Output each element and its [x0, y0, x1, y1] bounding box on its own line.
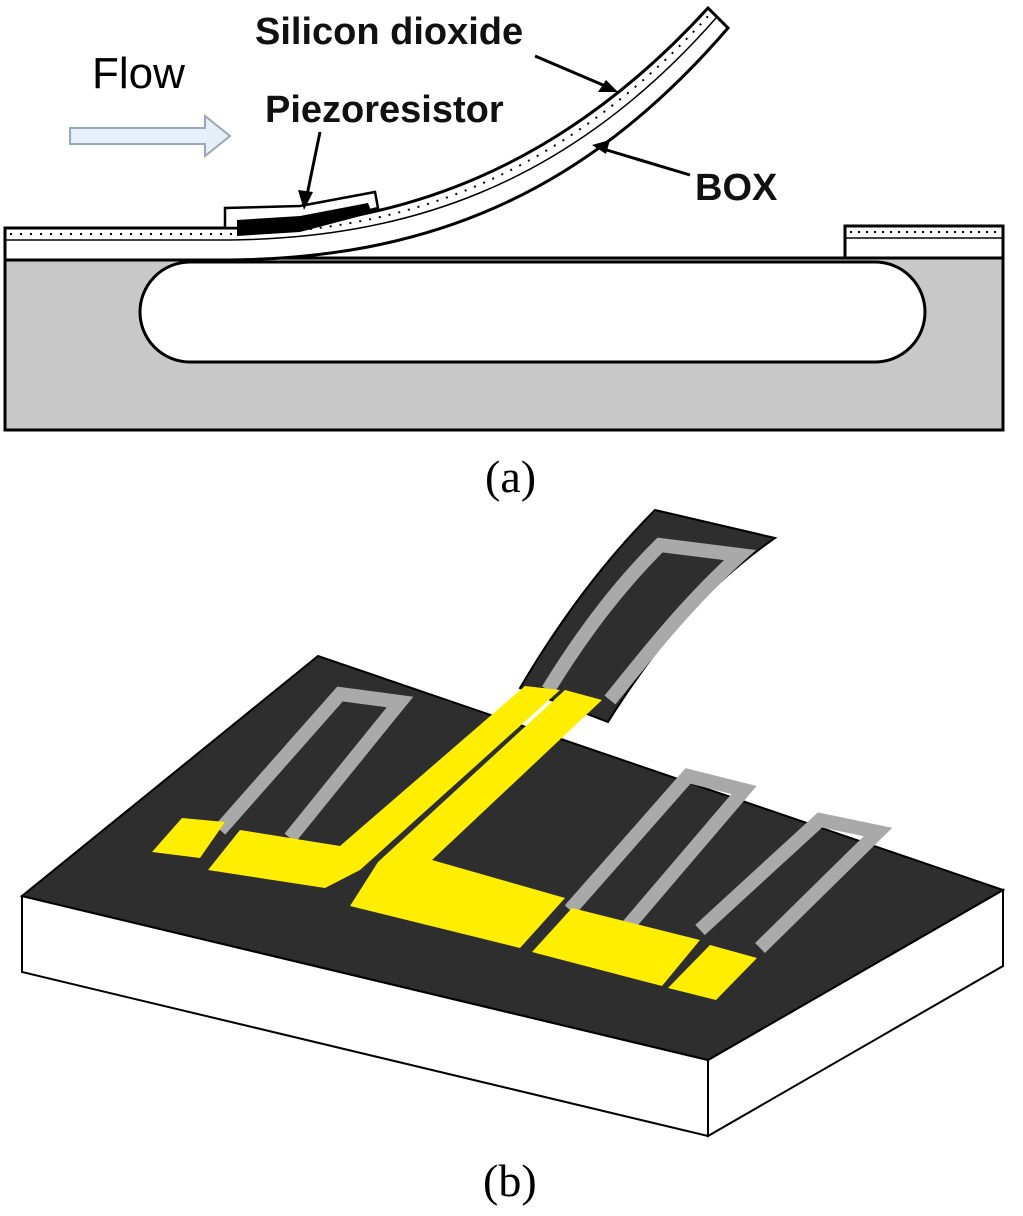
leader-arrowheads: [298, 80, 618, 210]
label-box: BOX: [695, 167, 778, 209]
flow-arrow-icon: [69, 113, 232, 159]
oxide-boundary: [5, 17, 717, 241]
panel-a-cross-section: Flow Silicon dioxide Piezoresistor BOX (…: [3, 5, 1005, 502]
cantilever-trace: [542, 537, 757, 705]
flow-label: Flow: [92, 49, 185, 98]
label-silicon-dioxide: Silicon dioxide: [255, 11, 523, 53]
pad-right-wide: [532, 908, 700, 986]
caption-b: (b): [483, 1155, 537, 1206]
block-top-surface: [19, 654, 1006, 1062]
leader-lines: [304, 54, 691, 201]
left-trace: [214, 686, 414, 843]
pad-left-l: [208, 686, 560, 888]
resistor-traces: [214, 537, 893, 953]
electrode-pads: [152, 686, 757, 1000]
pad-left-small: [152, 818, 225, 858]
label-piezoresistor: Piezoresistor: [265, 89, 504, 131]
caption-a: (a): [485, 451, 536, 502]
box-right-stub: [843, 224, 1005, 260]
piezoresistor-element: [237, 203, 372, 236]
panel-b-3d-view: (b): [19, 508, 1006, 1206]
pad-right-small: [668, 945, 757, 1000]
substrate: [3, 256, 1005, 432]
pad-center-l: [350, 690, 602, 948]
mid-right-trace: [564, 768, 757, 931]
far-right-trace: [695, 812, 893, 953]
